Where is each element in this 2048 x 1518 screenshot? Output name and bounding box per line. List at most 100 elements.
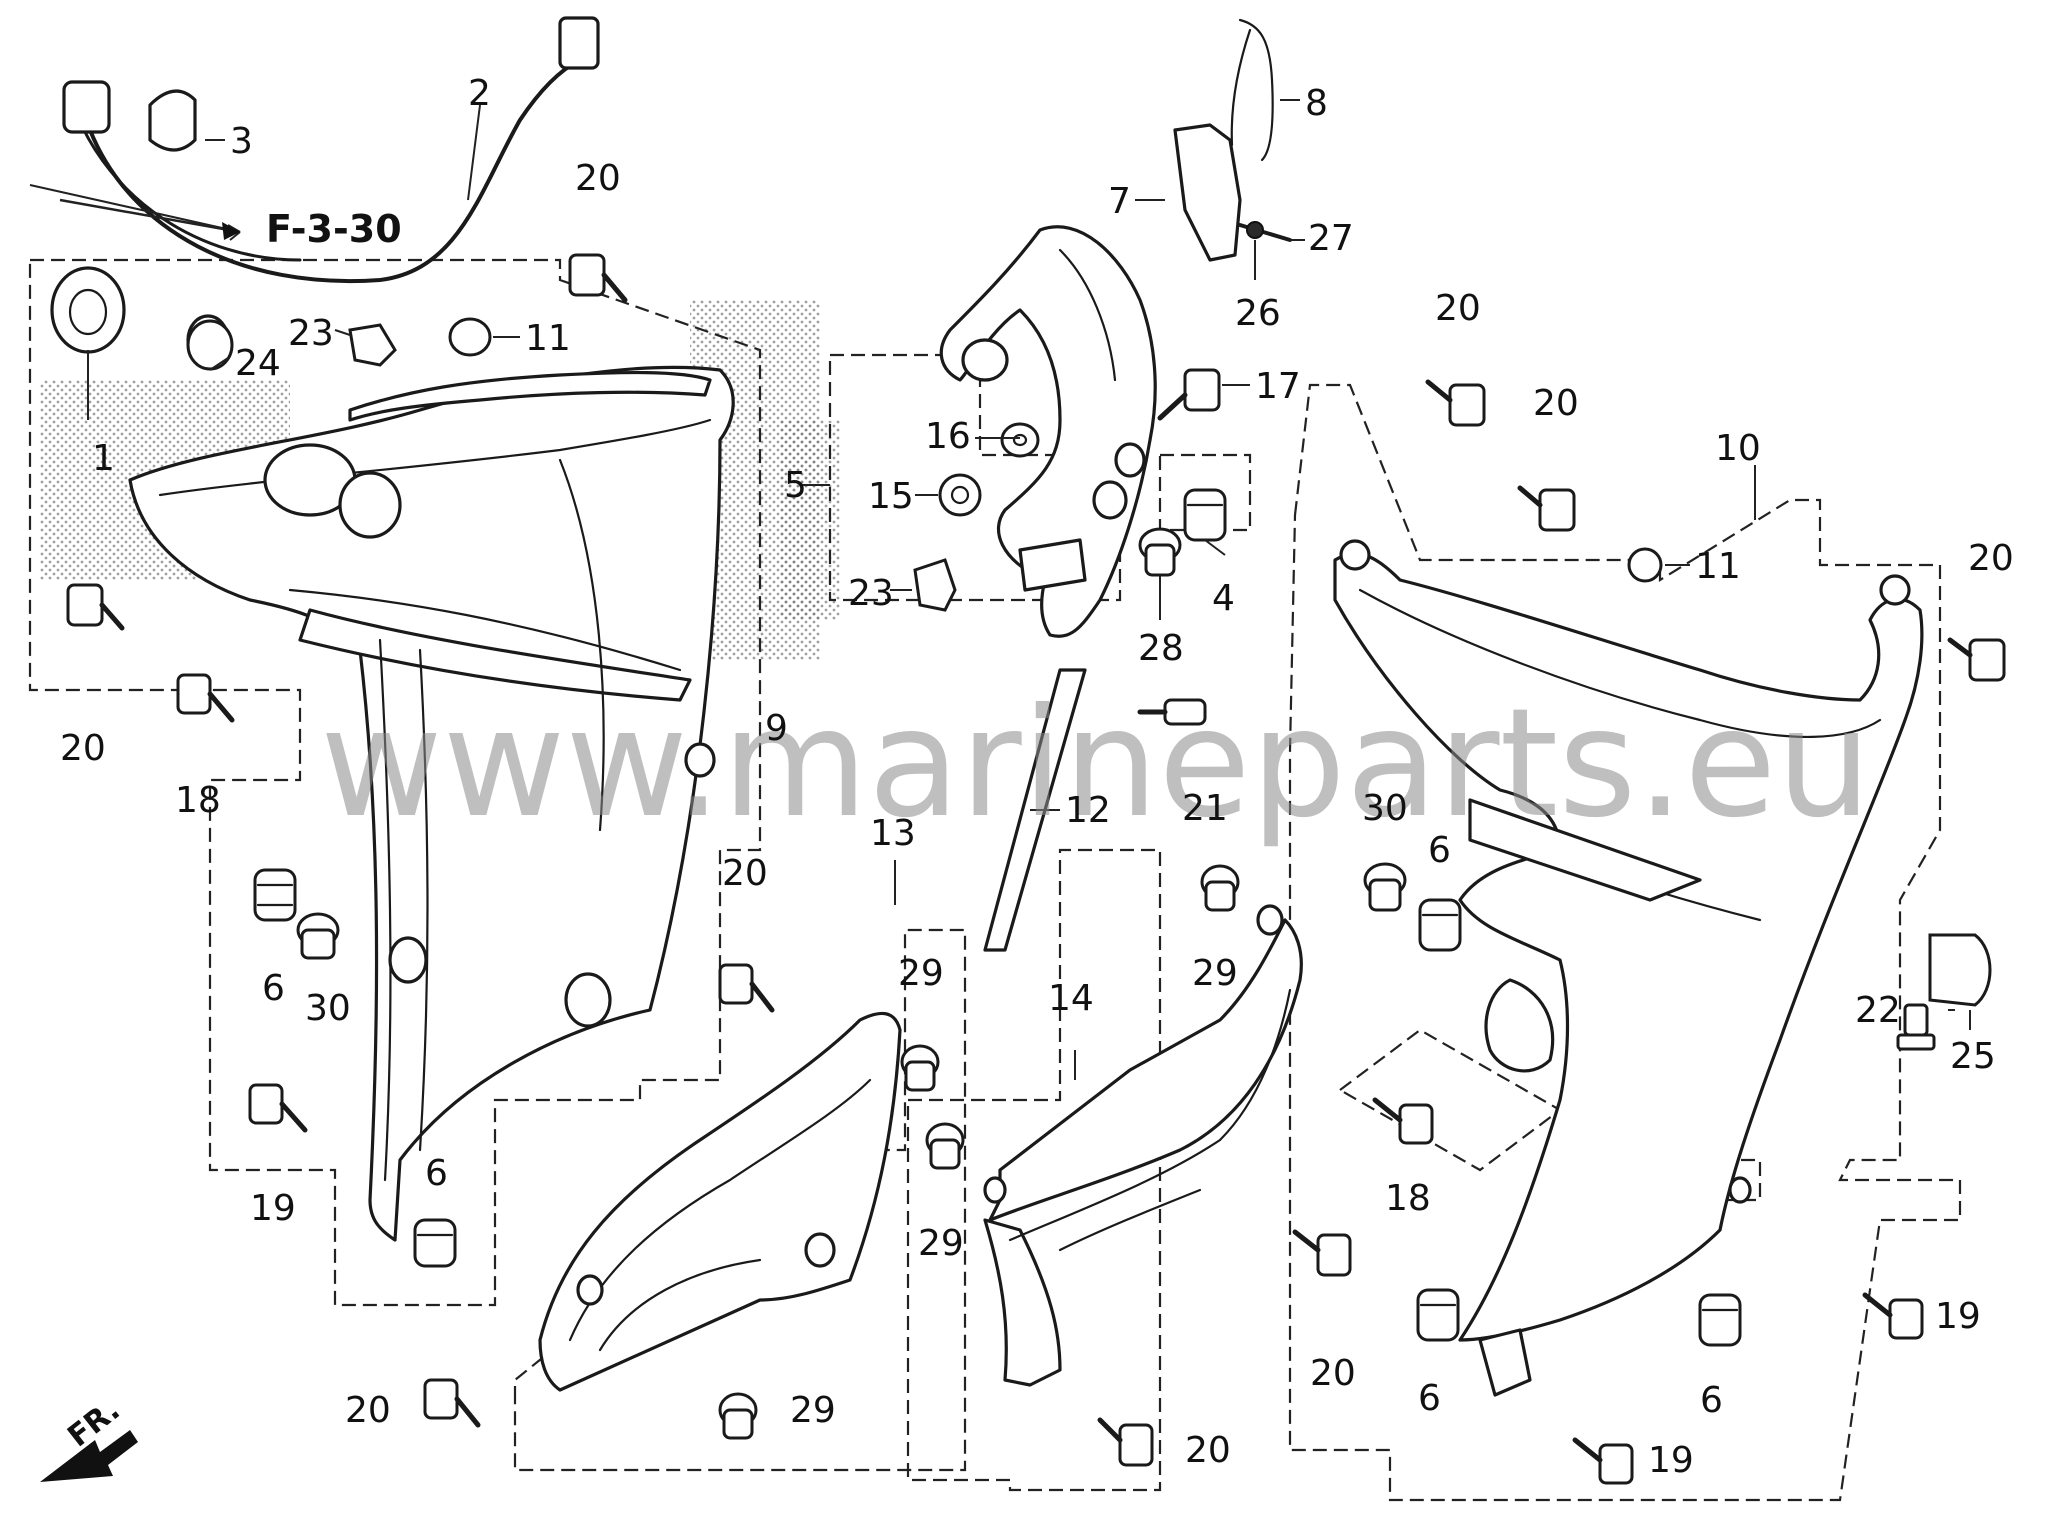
label-5: 5 [784,465,807,506]
label-15: 15 [868,476,914,517]
label-21: 21 [1182,788,1228,829]
label-20-i: 20 [1968,538,2014,579]
lower-cowl-left [538,1011,902,1392]
label-29-a: 29 [898,953,944,994]
label-20-b: 20 [60,728,106,769]
pin-21 [1137,698,1207,726]
label-16: 16 [925,416,971,457]
collar-30-a [296,912,340,960]
collar-29-c [1200,864,1240,912]
label-10: 10 [1715,428,1761,469]
grommets-collars [186,221,1992,1440]
collar-30-b [1363,862,1407,912]
bolt-20-g [1425,379,1486,427]
bolt-19-a [248,1083,308,1133]
clip-23-b [913,558,957,612]
label-20-c: 20 [722,853,768,894]
nut-15 [938,473,982,517]
label-12: 12 [1065,790,1111,831]
grommet-6-a [253,868,297,922]
label-23-a: 23 [288,313,334,354]
stay-bracket [1173,18,1292,262]
label-6-d: 6 [1418,1378,1441,1419]
label-19-a: 19 [250,1188,296,1229]
connector-top [558,16,600,70]
collar-28 [1138,527,1182,577]
center-bracket [939,225,1157,638]
label-29-c: 29 [1192,953,1238,994]
label-3: 3 [230,121,253,162]
label-14: 14 [1048,978,1094,1019]
bolt-17 [1157,368,1221,421]
label-6-b: 6 [425,1153,448,1194]
middle-cowl-left [128,365,735,1242]
label-28: 28 [1138,628,1184,669]
label-22: 22 [1855,990,1901,1031]
wiring-harness [62,16,600,283]
label-20-g: 20 [1435,288,1481,329]
washer-24 [186,319,234,371]
label-20-e: 20 [1310,1353,1356,1394]
grommet-6-c [1418,898,1462,952]
collar-29-b [718,1392,758,1440]
label-13: 13 [870,813,916,854]
bolt-20-c [718,963,775,1013]
bolt-18-a [176,673,235,723]
grommet-11-b [1627,547,1663,583]
label-27: 27 [1308,218,1354,259]
collar-29-d [925,1122,965,1170]
bolt-20-a [568,253,628,303]
bolt-20-d [423,1378,481,1428]
grommet-11-a [448,317,492,357]
label-6-e: 6 [1700,1380,1723,1421]
label-20-a: 20 [575,158,621,199]
grommet-6-e [1698,1293,1742,1347]
clip-23-a [348,323,397,367]
label-1: 1 [92,438,115,479]
bolt-19-c [1572,1437,1634,1485]
bolt-22 [1896,1003,1936,1051]
grommet-3 [148,89,197,152]
label-9: 9 [765,708,788,749]
lower-cowl-middle [983,904,1303,1387]
label-19-b: 19 [1935,1296,1981,1337]
grommet-6-d [1416,1288,1460,1342]
label-7: 7 [1108,181,1131,222]
label-26: 26 [1235,293,1281,334]
bolts [66,253,2006,1485]
reference-label: F-3-30 [266,207,402,251]
label-25: 25 [1950,1036,1996,1077]
label-20-f: 20 [1185,1430,1231,1471]
bolt-20-e [1292,1229,1352,1277]
middle-cowl-right [1333,539,1924,1397]
bolt-20-b [66,583,125,631]
collar-26 [1246,221,1264,239]
reference-arrow: F-3-30 [59,198,402,251]
label-4: 4 [1212,578,1235,619]
grommet-6-b [413,1218,457,1268]
label-18-b: 18 [1385,1178,1431,1219]
front-indicator: FR. [40,1393,138,1482]
label-20-d: 20 [345,1390,391,1431]
watermark: www.marineparts.eu [320,677,1872,851]
washer-16 [1000,422,1040,458]
bolt-18-b [1372,1097,1434,1145]
label-6-c: 6 [1428,830,1451,871]
front-arrow-icon [40,1430,138,1482]
label-2: 2 [468,73,491,114]
label-30-a: 30 [305,988,351,1029]
label-19-c: 19 [1648,1440,1694,1481]
bolt-20-f [1097,1417,1154,1467]
clip-25 [1928,933,1992,1007]
label-11-b: 11 [1695,546,1741,587]
collar-29-a [900,1044,940,1092]
grommet-4 [1183,488,1227,542]
part-labels: 1 2 3 24 23 11 20 20 18 9 6 30 19 6 5 16… [60,73,2014,1481]
label-30-b: 30 [1362,788,1408,829]
label-20-h: 20 [1533,383,1579,424]
label-6-a: 6 [262,968,285,1009]
label-18-a: 18 [175,780,221,821]
bolt-19-b [1862,1292,1924,1340]
label-11-a: 11 [525,318,571,359]
